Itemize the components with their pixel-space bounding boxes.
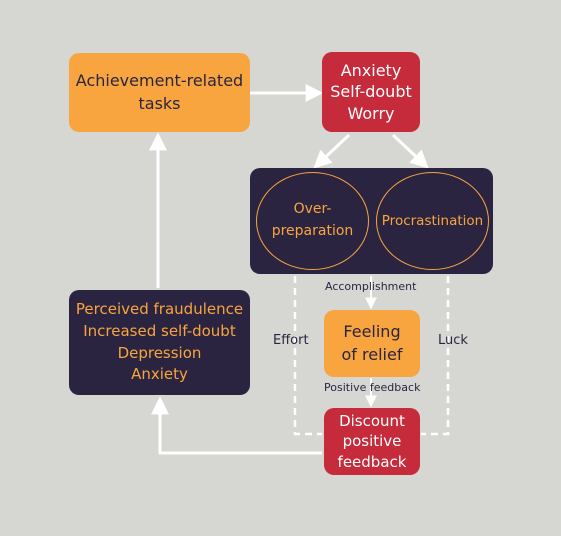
node-outcomes-line-1: Perceived fraudulence xyxy=(75,300,244,318)
luck-dashed-path xyxy=(421,276,450,436)
node-outcomes-line-3: Depression xyxy=(117,343,202,362)
node-procrastination: Procrastination xyxy=(376,172,489,270)
node-achievement-tasks-line-2: tasks xyxy=(138,93,181,113)
node-discount-positive-feedback: Discount positive feedback xyxy=(324,408,420,475)
node-outcomes: Perceived fraudulence Increased self-dou… xyxy=(69,290,250,395)
arrow-discount-to-outcomes xyxy=(151,396,322,455)
node-feeling-of-relief: Feeling of relief xyxy=(324,310,420,377)
node-procrastination-label: Procrastination xyxy=(381,212,484,229)
node-anxiety: Anxiety Self-doubt Worry xyxy=(322,52,420,132)
node-outcomes-line-2: Increased self-doubt xyxy=(83,321,236,340)
arrow-anxiety-to-procrastination xyxy=(391,133,429,169)
label-luck: Luck xyxy=(438,333,468,348)
node-overpreparation: Over- preparation xyxy=(256,172,369,270)
node-anxiety-line-2: Self-doubt xyxy=(330,82,412,102)
label-effort: Effort xyxy=(273,333,309,348)
node-discount-line-1: Discount xyxy=(339,412,405,431)
node-feeling-of-relief-line-2: of relief xyxy=(341,344,403,364)
node-achievement-tasks: Achievement-related tasks xyxy=(69,53,250,132)
label-positive-feedback: Positive feedback xyxy=(324,381,421,394)
node-discount-line-3: feedback xyxy=(337,452,407,471)
node-achievement-tasks-line-1: Achievement-related xyxy=(75,71,244,91)
node-discount-line-2: positive xyxy=(342,432,402,451)
node-feeling-of-relief-line-1: Feeling xyxy=(343,322,401,342)
arrow-anxiety-to-overprep xyxy=(313,133,351,169)
node-overpreparation-line-2: preparation xyxy=(271,223,354,239)
node-anxiety-line-1: Anxiety xyxy=(340,60,402,80)
node-anxiety-line-3: Worry xyxy=(347,103,395,123)
node-outcomes-line-4: Anxiety xyxy=(131,365,188,384)
node-overpreparation-line-1: Over- xyxy=(293,201,332,218)
effort-dashed-path xyxy=(293,276,322,436)
label-accomplishment: Accomplishment xyxy=(325,280,417,293)
